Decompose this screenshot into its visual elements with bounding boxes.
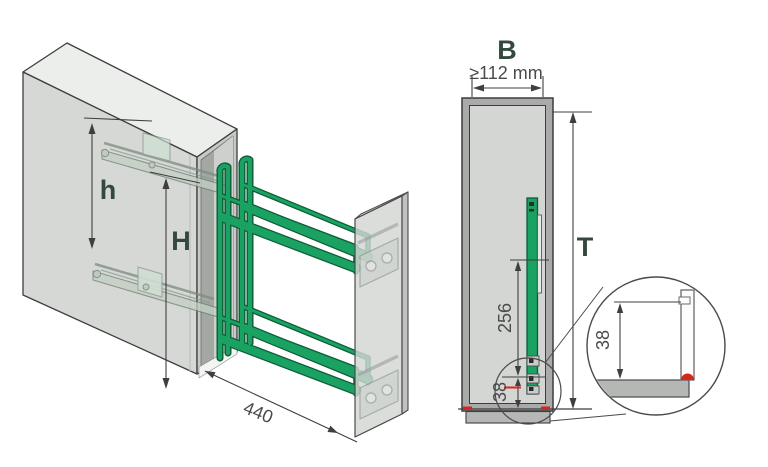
detail-base-panel [589, 379, 690, 398]
dim-T-label: T [577, 232, 594, 262]
callout-line-bottom [549, 413, 627, 422]
dim-H [149, 171, 201, 389]
red-marker-right [541, 406, 550, 410]
slide-rail-lower [92, 262, 219, 318]
isometric-view: h H [22, 42, 409, 443]
detail-source-circle [494, 357, 562, 425]
pullout-basket-upper [218, 183, 372, 274]
detail-red-dot [681, 373, 694, 380]
dim-min-width-label: ≥112 mm [469, 63, 543, 83]
section-rail [526, 197, 542, 395]
dim-38-detail [614, 301, 681, 379]
dim-B-label: B [497, 35, 517, 65]
rail-bracket-plate [142, 132, 171, 162]
dim-256 [502, 259, 549, 378]
section-view: B ≥112 mm [458, 35, 594, 424]
door-bracket-upper [357, 222, 399, 288]
slide-rails [92, 132, 228, 318]
iso-cabinet [22, 42, 238, 379]
dim-256-label: 256 [495, 303, 515, 333]
dim-38-section-label: 38 [490, 382, 510, 402]
dim-H-label: H [171, 226, 191, 256]
dim-T [553, 111, 592, 409]
detail-callout: 38 [494, 276, 726, 425]
door-panel [354, 191, 409, 438]
section-rail-bracket [537, 214, 542, 294]
pullout-back-post-far [239, 156, 253, 351]
dim-h [83, 117, 153, 249]
dim-B [471, 76, 544, 97]
dim-h-label: h [100, 175, 117, 205]
red-marker-left [463, 406, 472, 410]
pullout-frame [216, 155, 374, 397]
callout-line-top [544, 286, 604, 364]
dim-38-section [515, 378, 521, 408]
door-bracket-lower [357, 354, 399, 420]
dim-38-detail-label: 38 [593, 330, 613, 350]
